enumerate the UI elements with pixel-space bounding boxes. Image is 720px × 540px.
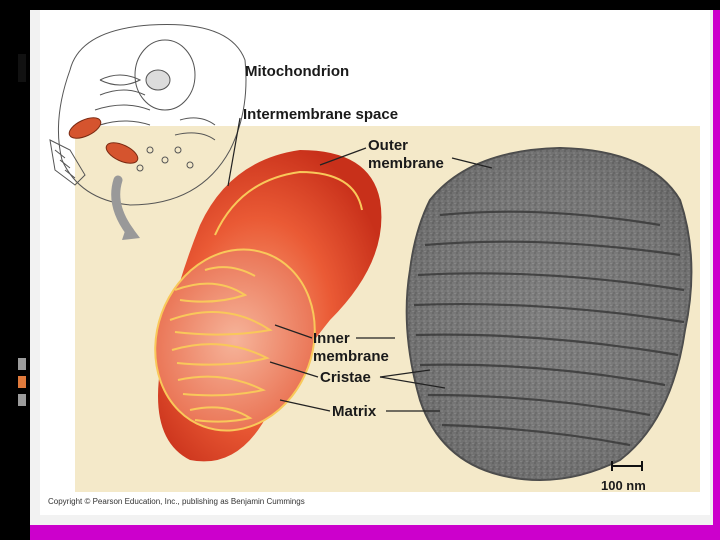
electron-micrograph xyxy=(407,148,692,480)
bottom-accent-bar xyxy=(30,525,720,540)
copyright-text: Copyright © Pearson Education, Inc., pub… xyxy=(48,497,305,506)
intermembrane-space-label: Intermembrane space xyxy=(243,106,398,123)
outer-membrane-label-line2: membrane xyxy=(368,155,444,172)
cell-sketch xyxy=(50,24,246,205)
scale-bar-label: 100 nm xyxy=(601,477,646,494)
inner-membrane-label-line2: membrane xyxy=(313,348,389,365)
right-accent-bar xyxy=(713,10,720,540)
inner-membrane-label-line1: Inner xyxy=(313,330,350,347)
sketch-mitochondrion-2 xyxy=(103,139,141,168)
title-label: Mitochondrion xyxy=(245,63,349,80)
matrix-label: Matrix xyxy=(332,403,376,420)
outer-membrane-label-line1: Outer xyxy=(368,137,408,154)
sketch-mitochondrion-1 xyxy=(66,114,104,143)
cristae-label: Cristae xyxy=(320,369,371,386)
